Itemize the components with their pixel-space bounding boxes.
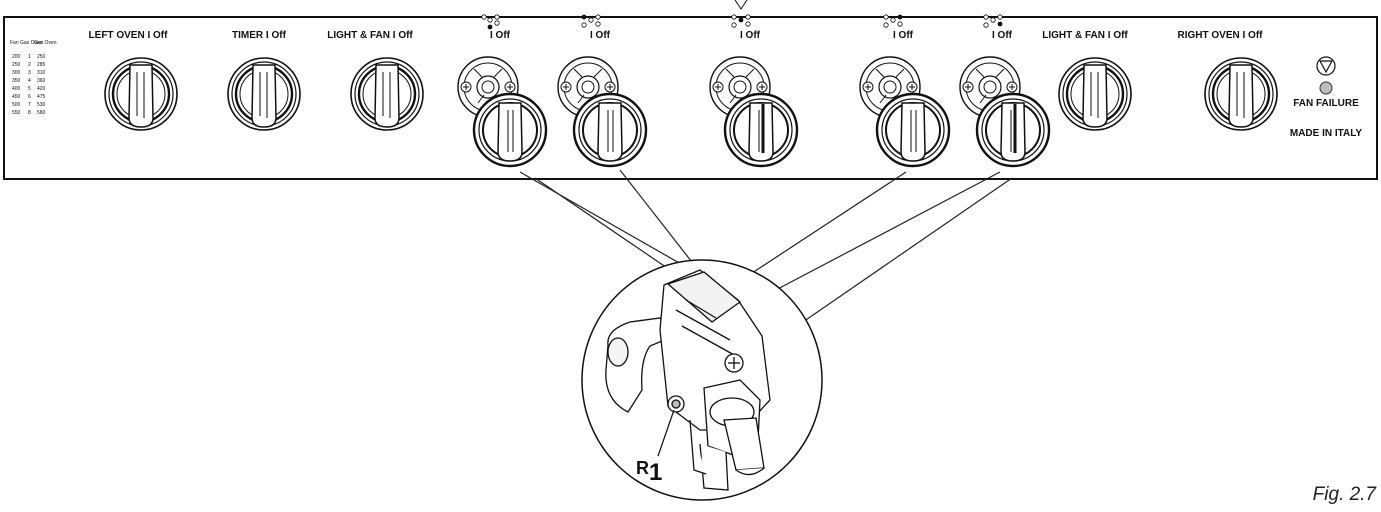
callout-lines — [519, 169, 1013, 325]
burner-5-label: I Off — [992, 30, 1013, 41]
fan-failure-icon — [1316, 56, 1336, 76]
burner-2-label: I Off — [590, 30, 611, 41]
table-cell: 8 — [28, 110, 31, 116]
left-oven-knob[interactable] — [103, 56, 179, 132]
fan-failure-lamp — [1319, 81, 1333, 95]
made-in-italy-label: MADE IN ITALY — [1290, 128, 1363, 139]
table-cell: 4 — [28, 78, 31, 84]
table-cell: 420 — [37, 86, 46, 92]
table-header-fan-gas-oven: Fan Gas Oven — [10, 40, 43, 46]
figure-caption: Fig. 2.7 — [1313, 484, 1378, 505]
top-pointer-mark — [734, 0, 748, 10]
table-cell: 300 — [12, 70, 21, 76]
table-cell: 580 — [37, 110, 46, 116]
table-cell: 200 — [12, 54, 21, 60]
table-cell: 2 — [28, 62, 31, 68]
burner-4-knob[interactable] — [875, 92, 951, 168]
right-oven-label: RIGHT OVEN I Off — [1178, 30, 1264, 41]
burner-1-position-icon — [481, 14, 500, 30]
control-panel — [3, 16, 1378, 180]
burner-4-position-icon — [883, 14, 903, 28]
table-cell: 250 — [12, 62, 21, 68]
table-cell: 7 — [28, 102, 31, 108]
right-oven-knob[interactable] — [1203, 56, 1279, 132]
burner-5-knob[interactable] — [975, 92, 1051, 168]
burner-2-knob[interactable] — [572, 92, 648, 168]
table-cell: 400 — [12, 86, 21, 92]
light-fan-right-label: LIGHT & FAN I Off — [1042, 30, 1128, 41]
table-header-gas-oven: Gas Oven — [34, 40, 57, 46]
left-oven-label: LEFT OVEN I Off — [89, 30, 169, 41]
light-fan-left-label: LIGHT & FAN I Off — [327, 30, 413, 41]
timer-label: TIMER I Off — [232, 30, 287, 41]
table-cell: 450 — [12, 94, 21, 100]
table-cell: 550 — [12, 110, 21, 116]
burner-1-knob[interactable] — [472, 92, 548, 168]
table-cell: 5 — [28, 86, 31, 92]
burner-1-label: I Off — [490, 30, 511, 41]
table-cell: 285 — [37, 62, 46, 68]
table-cell: 310 — [37, 70, 46, 76]
table-cell: 250 — [37, 54, 46, 60]
conversion-table: Fan Gas Oven Gas Oven 200 1 250 250 2 285 300 3… — [10, 40, 57, 116]
table-cell: 1 — [28, 54, 31, 60]
light-fan-left-knob[interactable] — [349, 56, 425, 132]
burner-2-position-icon — [581, 14, 601, 28]
table-cell: 3 — [28, 70, 31, 76]
table-cell: 500 — [12, 102, 21, 108]
table-cell: 475 — [37, 94, 46, 100]
burner-5-position-icon — [983, 14, 1003, 28]
gas-valve-detail — [605, 269, 771, 491]
burner-3-knob[interactable] — [723, 92, 799, 168]
table-cell: 530 — [37, 102, 46, 108]
r1-leader-line — [657, 409, 675, 457]
timer-knob[interactable] — [226, 56, 302, 132]
burner-3-position-icon — [731, 14, 751, 28]
table-cell: 6 — [28, 94, 31, 100]
fan-failure-label: FAN FAILURE — [1293, 98, 1359, 109]
burner-4-label: I Off — [893, 30, 914, 41]
table-cell: 350 — [12, 78, 21, 84]
r1-label: R1 — [636, 458, 662, 486]
table-cell: 360 — [37, 78, 46, 84]
light-fan-right-knob[interactable] — [1057, 56, 1133, 132]
burner-3-label: I Off — [740, 30, 761, 41]
